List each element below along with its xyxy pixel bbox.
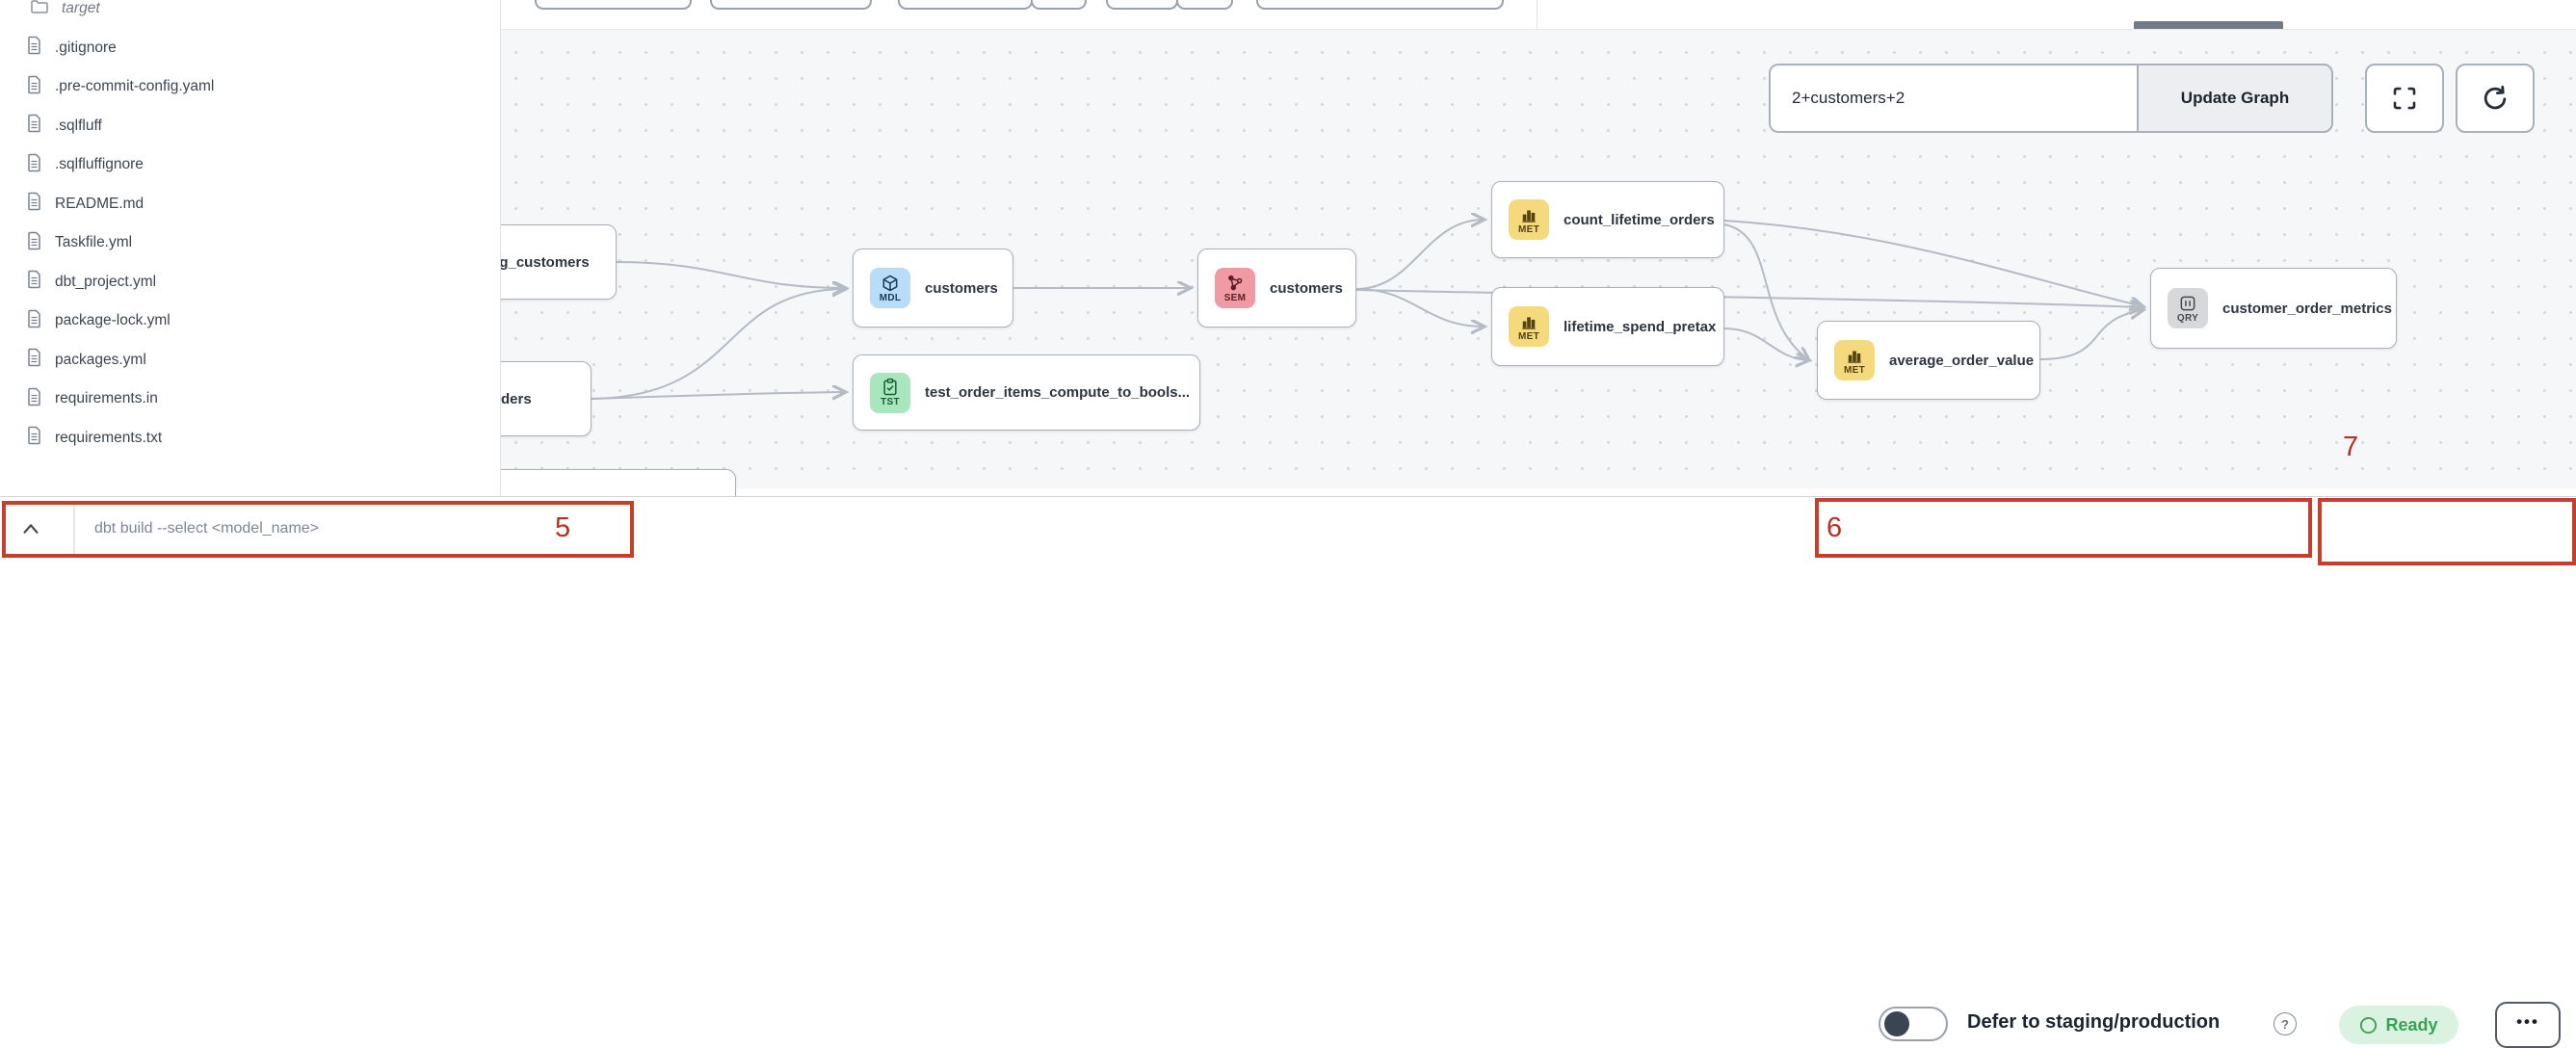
node-label: customer_order_metrics (2222, 300, 2392, 317)
file-name: requirements.txt (55, 429, 163, 446)
node-type-code: MET (1517, 330, 1539, 342)
fullscreen-icon (2393, 87, 2416, 110)
file-icon (26, 231, 55, 255)
node-type-badge-met: MET (1509, 199, 1549, 240)
node-type-badge-met: MET (1509, 306, 1549, 347)
graph-selector-input[interactable] (1769, 64, 2137, 133)
pane-divider (1537, 0, 1538, 29)
node-label: customers (1270, 279, 1343, 297)
file-icon (26, 114, 55, 138)
node-type-code: QRY (2176, 312, 2199, 324)
file-list: target .gitignore .pre-commit-config.yaml.… (0, 0, 500, 458)
node-label: stg_customers (486, 253, 590, 271)
file-name: README.md (55, 195, 145, 212)
sidebar-item--sqlfluff[interactable]: .sqlfluff (0, 107, 500, 146)
fullscreen-button[interactable] (2365, 64, 2444, 133)
file-name: requirements.in (55, 390, 158, 407)
file-icon (26, 426, 55, 450)
toolbar-button-clipped-5[interactable] (1106, 0, 1178, 10)
sidebar-item-requirements-in[interactable]: requirements.in (0, 380, 500, 419)
file-name: .sqlfluff (55, 117, 102, 134)
node-type-badge-mdl: MDL (870, 268, 910, 308)
collapse-panel-button[interactable] (12, 513, 50, 544)
dbt-command-input[interactable] (92, 505, 520, 553)
sidebar-item-dbt-project-yml[interactable]: dbt_project.yml (0, 263, 500, 302)
graph-node-customer_order_metrics[interactable]: QRY customer_order_metrics (2150, 268, 2397, 349)
node-type-badge-sem: SEM (1215, 268, 1255, 308)
node-type-code: MET (1843, 364, 1865, 376)
node-type-badge-tst: TST (870, 372, 910, 413)
file-icon (26, 309, 55, 333)
sidebar-item--gitignore[interactable]: .gitignore (0, 29, 500, 68)
graph-node-customers_semantic[interactable]: SEM customers (1197, 249, 1356, 328)
file-name: .gitignore (55, 39, 117, 56)
graph-node-customers_model[interactable]: MDL customers (853, 249, 1013, 328)
refresh-icon (2484, 85, 2507, 110)
status-circle-icon (2360, 1016, 2378, 1034)
toolbar-button-clipped-1[interactable] (535, 0, 692, 10)
file-name: packages.yml (55, 351, 146, 368)
defer-label: Defer to staging/production (1967, 1011, 2221, 1033)
toggle-knob (1884, 1011, 1909, 1036)
file-icon (26, 36, 55, 60)
toolbar-button-clipped-3[interactable] (898, 0, 1033, 10)
toolbar-button-clipped-7[interactable] (1256, 0, 1504, 10)
sidebar-item-package-lock-yml[interactable]: package-lock.yml (0, 301, 500, 341)
file-icon (26, 192, 55, 216)
node-type-badge-qry: QRY (2168, 288, 2208, 328)
file-name: target (62, 0, 100, 17)
file-icon (26, 348, 55, 372)
graph-node-count_lifetime_orders[interactable]: MET count_lifetime_orders (1491, 181, 1724, 258)
editor-topbar (500, 0, 2576, 30)
file-name: .pre-commit-config.yaml (55, 78, 215, 95)
sidebar-item-packages-yml[interactable]: packages.yml (0, 341, 500, 380)
status-text: Ready (2385, 1014, 2438, 1035)
file-icon (26, 75, 55, 99)
node-label: average_order_value (1889, 352, 2035, 369)
sidebar-item--sqlfluffignore[interactable]: .sqlfluffignore (0, 145, 500, 185)
node-type-code: MET (1517, 223, 1539, 235)
defer-toggle[interactable] (1879, 1007, 1948, 1041)
node-label: count_lifetime_orders (1564, 211, 1715, 228)
file-name: Taskfile.yml (55, 234, 133, 251)
graph-node-test_order_items[interactable]: TST test_order_items_compute_to_bools... (853, 354, 1200, 431)
sidebar-item-taskfile-yml[interactable]: Taskfile.yml (0, 223, 500, 263)
file-name: package-lock.yml (55, 312, 171, 329)
chevron-up-icon (23, 524, 39, 534)
file-icon (26, 270, 55, 294)
toolbar-button-clipped-4[interactable] (1031, 0, 1087, 10)
update-graph-button[interactable]: Update Graph (2137, 64, 2333, 133)
command-bar-divider (73, 503, 75, 555)
node-type-badge-met: MET (1834, 340, 1875, 380)
command-bar: Defer to staging/production ? Ready ••• (0, 496, 2576, 1048)
graph-selector-controls: Update Graph (1769, 64, 2333, 133)
file-name: dbt_project.yml (55, 273, 157, 290)
toolbar-button-clipped-2[interactable] (710, 0, 872, 10)
sidebar-item--pre-commit-config-yaml[interactable]: .pre-commit-config.yaml (0, 67, 500, 107)
sidebar-item-readme-md[interactable]: README.md (0, 185, 500, 224)
refresh-graph-button[interactable] (2456, 64, 2535, 133)
help-icon[interactable]: ? (2274, 1012, 2297, 1035)
sidebar-item-requirements-txt[interactable]: requirements.txt (0, 419, 500, 458)
file-explorer-sidebar: target .gitignore .pre-commit-config.yaml.… (0, 0, 501, 496)
graph-node-average_order_value[interactable]: MET average_order_value (1817, 321, 2040, 400)
sidebar-item-target[interactable]: target (0, 0, 500, 29)
node-type-code: SEM (1223, 292, 1247, 303)
node-label: test_order_items_compute_to_bools... (925, 384, 1191, 401)
node-label: lifetime_spend_pretax (1564, 318, 1717, 335)
node-label: customers (925, 279, 998, 297)
file-icon (26, 153, 55, 177)
file-name: .sqlfluffignore (55, 156, 144, 173)
active-tab-indicator (2134, 21, 2283, 29)
file-icon (26, 387, 55, 411)
status-badge-ready[interactable]: Ready (2339, 1006, 2458, 1044)
toolbar-button-clipped-6[interactable] (1176, 0, 1233, 10)
node-type-code: MDL (879, 292, 902, 303)
folder-icon (30, 0, 62, 20)
more-options-button[interactable]: ••• (2495, 1002, 2561, 1048)
node-type-code: TST (881, 397, 900, 407)
graph-node-lifetime_spend_pretax[interactable]: MET lifetime_spend_pretax (1491, 287, 1724, 366)
